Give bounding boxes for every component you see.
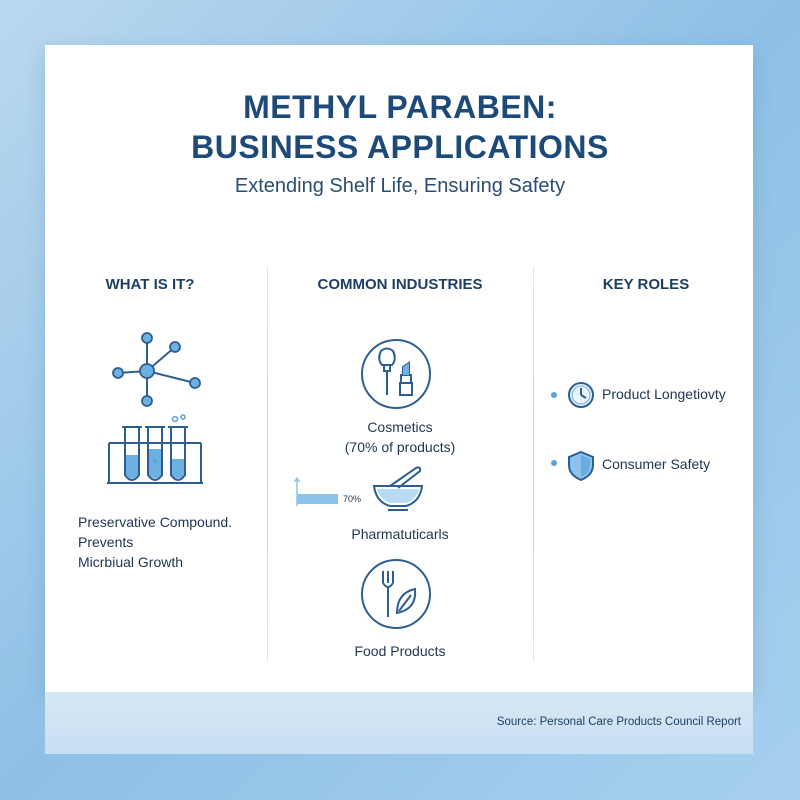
makeup-brush-lipstick-icon xyxy=(361,339,431,409)
subtitle: Extending Shelf Life, Ensuring Safety xyxy=(234,175,566,197)
mini-bar xyxy=(297,494,338,504)
what-desc-line-3: Micrbiual Growth xyxy=(78,554,184,570)
mortar-pestle-icon xyxy=(372,466,424,511)
what-is-it-heading: WHAT IS IT? xyxy=(105,276,195,293)
title-line-1: METHYL PARABEN: xyxy=(243,89,557,125)
industry-pharma-label: Pharmatuticarls xyxy=(351,526,449,542)
role-longevity-label: Product Longetiovty xyxy=(602,386,726,402)
bullet-dot xyxy=(551,392,557,398)
cosmetics-label: Cosmetics xyxy=(367,419,433,435)
what-desc-line-1: Preservative Compound. xyxy=(78,514,233,530)
mini-bar-chart xyxy=(294,477,338,506)
mini-bar-label: 70% xyxy=(343,494,362,504)
test-tubes-icon xyxy=(107,414,203,484)
role-safety-label: Consumer Safety xyxy=(602,456,711,472)
infographic-card xyxy=(45,45,753,692)
shield-icon xyxy=(568,450,594,482)
key-roles-heading: KEY ROLES xyxy=(602,276,690,293)
column-divider-2 xyxy=(533,266,534,662)
what-desc-line-2: Prevents xyxy=(78,534,134,550)
industries-heading: COMMON INDUSTRIES xyxy=(317,276,483,293)
footer-bar: Source: Personal Care Products Council R… xyxy=(45,692,753,754)
source-note: Source: Personal Care Products Council R… xyxy=(496,716,741,728)
page-title: METHYL PARABEN: BUSINESS APPLICATIONS xyxy=(0,87,800,167)
fork-leaf-icon xyxy=(361,559,431,629)
industry-cosmetics-label: Cosmetics (70% of products) xyxy=(300,417,500,457)
molecule-icon xyxy=(112,332,201,407)
clock-icon xyxy=(568,382,594,408)
bullet-dot xyxy=(551,460,557,466)
title-line-2: BUSINESS APPLICATIONS xyxy=(191,129,609,165)
cosmetics-share: (70% of products) xyxy=(344,439,456,455)
column-divider-1 xyxy=(267,266,268,662)
industry-food-label: Food Products xyxy=(354,643,446,659)
